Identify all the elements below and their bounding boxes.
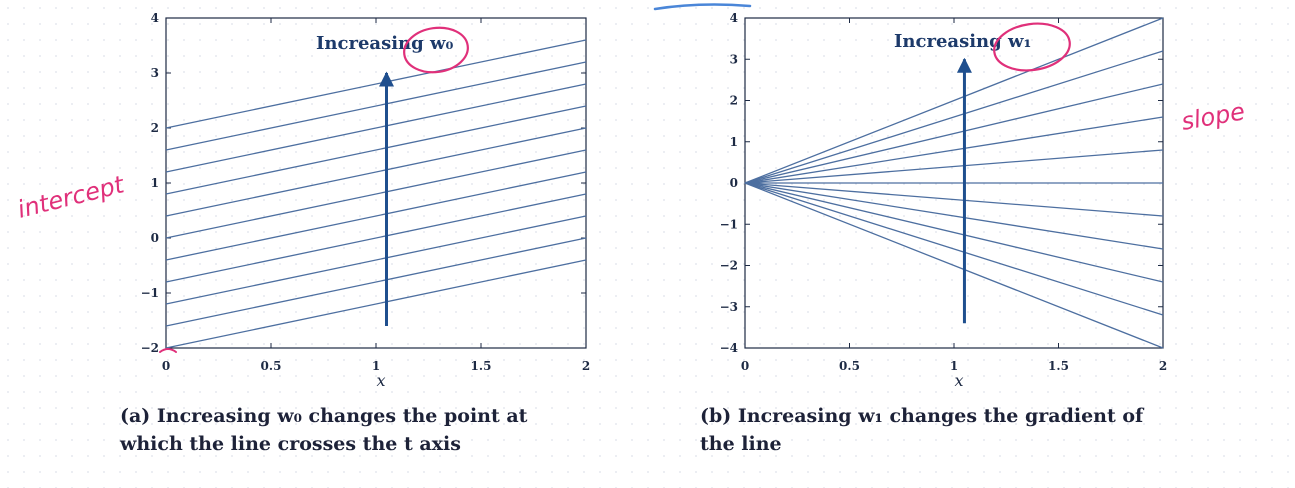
chart-b-annotation: Increasing w₁ xyxy=(894,31,1031,52)
chart-b-series-line xyxy=(744,83,1164,184)
chart-a-xtick-label: 0.5 xyxy=(261,359,282,373)
chart-a-series-line xyxy=(165,83,587,173)
chart-a-handwritten-note: intercept xyxy=(15,170,129,224)
caption-b-line-2: the line xyxy=(700,433,782,455)
chart-a-ytick-label: −1 xyxy=(141,286,159,300)
chart-b-ytick-label: −1 xyxy=(720,217,738,231)
chart-b-series-line xyxy=(744,182,1164,316)
chart-a-parameter-circle xyxy=(403,26,469,74)
chart-a-series-line xyxy=(165,237,587,327)
chart-a-xlabel: x xyxy=(376,371,385,390)
chart-a-series-line xyxy=(165,39,587,129)
chart-b-ytick-label: 2 xyxy=(730,94,738,108)
chart-b-series-line xyxy=(744,182,1164,349)
chart-a-ytick-label: 3 xyxy=(151,66,159,80)
chart-a-xtick-label: 1 xyxy=(372,359,380,373)
chart-b-ytick-label: −4 xyxy=(720,341,738,355)
caption-b-line-1: (b) Increasing w₁ changes the gradient o… xyxy=(700,405,1144,427)
chart-b-xlabel: x xyxy=(954,371,963,390)
chart-gradient: 0 0.5 1 1.5 2 −4 −3 −2 −1 0 1 2 3 4 x Increasing w₁ slop… xyxy=(720,11,1247,390)
chart-b-series-line xyxy=(744,182,1164,283)
caption-b: (b) Increasing w₁ changes the gradient o… xyxy=(700,402,1260,458)
chart-b-xtick-label: 0.5 xyxy=(839,359,860,373)
chart-a-ytick-label: −2 xyxy=(141,341,159,355)
chart-b-ytick-label: 4 xyxy=(730,11,738,25)
chart-b-ytick-label: 3 xyxy=(730,52,738,66)
chart-b-ytick-label: 1 xyxy=(730,135,738,149)
chart-a-annotation: Increasing w₀ xyxy=(316,33,453,54)
chart-b-series-line xyxy=(744,50,1164,184)
chart-a-series-line xyxy=(165,193,587,283)
chart-b-series-line xyxy=(744,149,1164,184)
chart-a-series-line xyxy=(165,127,587,217)
chart-a-series-line xyxy=(165,171,587,261)
chart-b-xtick-label: 1 xyxy=(950,359,958,373)
chart-a-series-line xyxy=(165,61,587,151)
chart-b-series-line xyxy=(744,182,1164,217)
chart-b-handwritten-note: slope xyxy=(1179,97,1247,136)
chart-b-xtick-label: 1.5 xyxy=(1048,359,1069,373)
chart-b-ytick-label: 0 xyxy=(730,176,738,190)
caption-a-line-2: which the line crosses the t axis xyxy=(120,433,461,455)
chart-b-series-line xyxy=(744,182,1164,250)
chart-a-frame xyxy=(165,17,587,349)
caption-a-line-1: (a) Increasing w₀ changes the point at xyxy=(120,405,528,427)
pen-tick-mark xyxy=(159,348,177,353)
chart-a-series-line xyxy=(165,259,587,349)
chart-a-series-line xyxy=(165,105,587,195)
chart-b-xtick-label: 2 xyxy=(1159,359,1167,373)
chart-a-series-line xyxy=(165,215,587,305)
pen-stroke-mark xyxy=(653,3,752,11)
chart-a-ytick-label: 2 xyxy=(151,121,159,135)
chart-b-series-line xyxy=(744,17,1164,184)
chart-a-xtick-label: 1.5 xyxy=(471,359,492,373)
caption-a: (a) Increasing w₀ changes the point at w… xyxy=(120,402,640,458)
chart-a-xtick-label: 0 xyxy=(162,359,170,373)
chart-intercept: 0 0.5 1 1.5 2 −2 −1 0 1 2 3 4 x Increasing w₀ intercep… xyxy=(15,11,591,390)
chart-b-ytick-label: −2 xyxy=(720,259,738,273)
chart-b-parameter-circle xyxy=(993,22,1071,72)
chart-a-ytick-label: 4 xyxy=(151,11,159,25)
chart-a-xtick-label: 2 xyxy=(582,359,590,373)
chart-b-xtick-label: 0 xyxy=(741,359,749,373)
chart-a-series-line xyxy=(165,149,587,239)
chart-b-series-line xyxy=(744,116,1164,184)
chart-b-ytick-label: −3 xyxy=(720,300,738,314)
chart-a-ytick-label: 0 xyxy=(151,231,159,245)
chart-a-ytick-label: 1 xyxy=(151,176,159,190)
